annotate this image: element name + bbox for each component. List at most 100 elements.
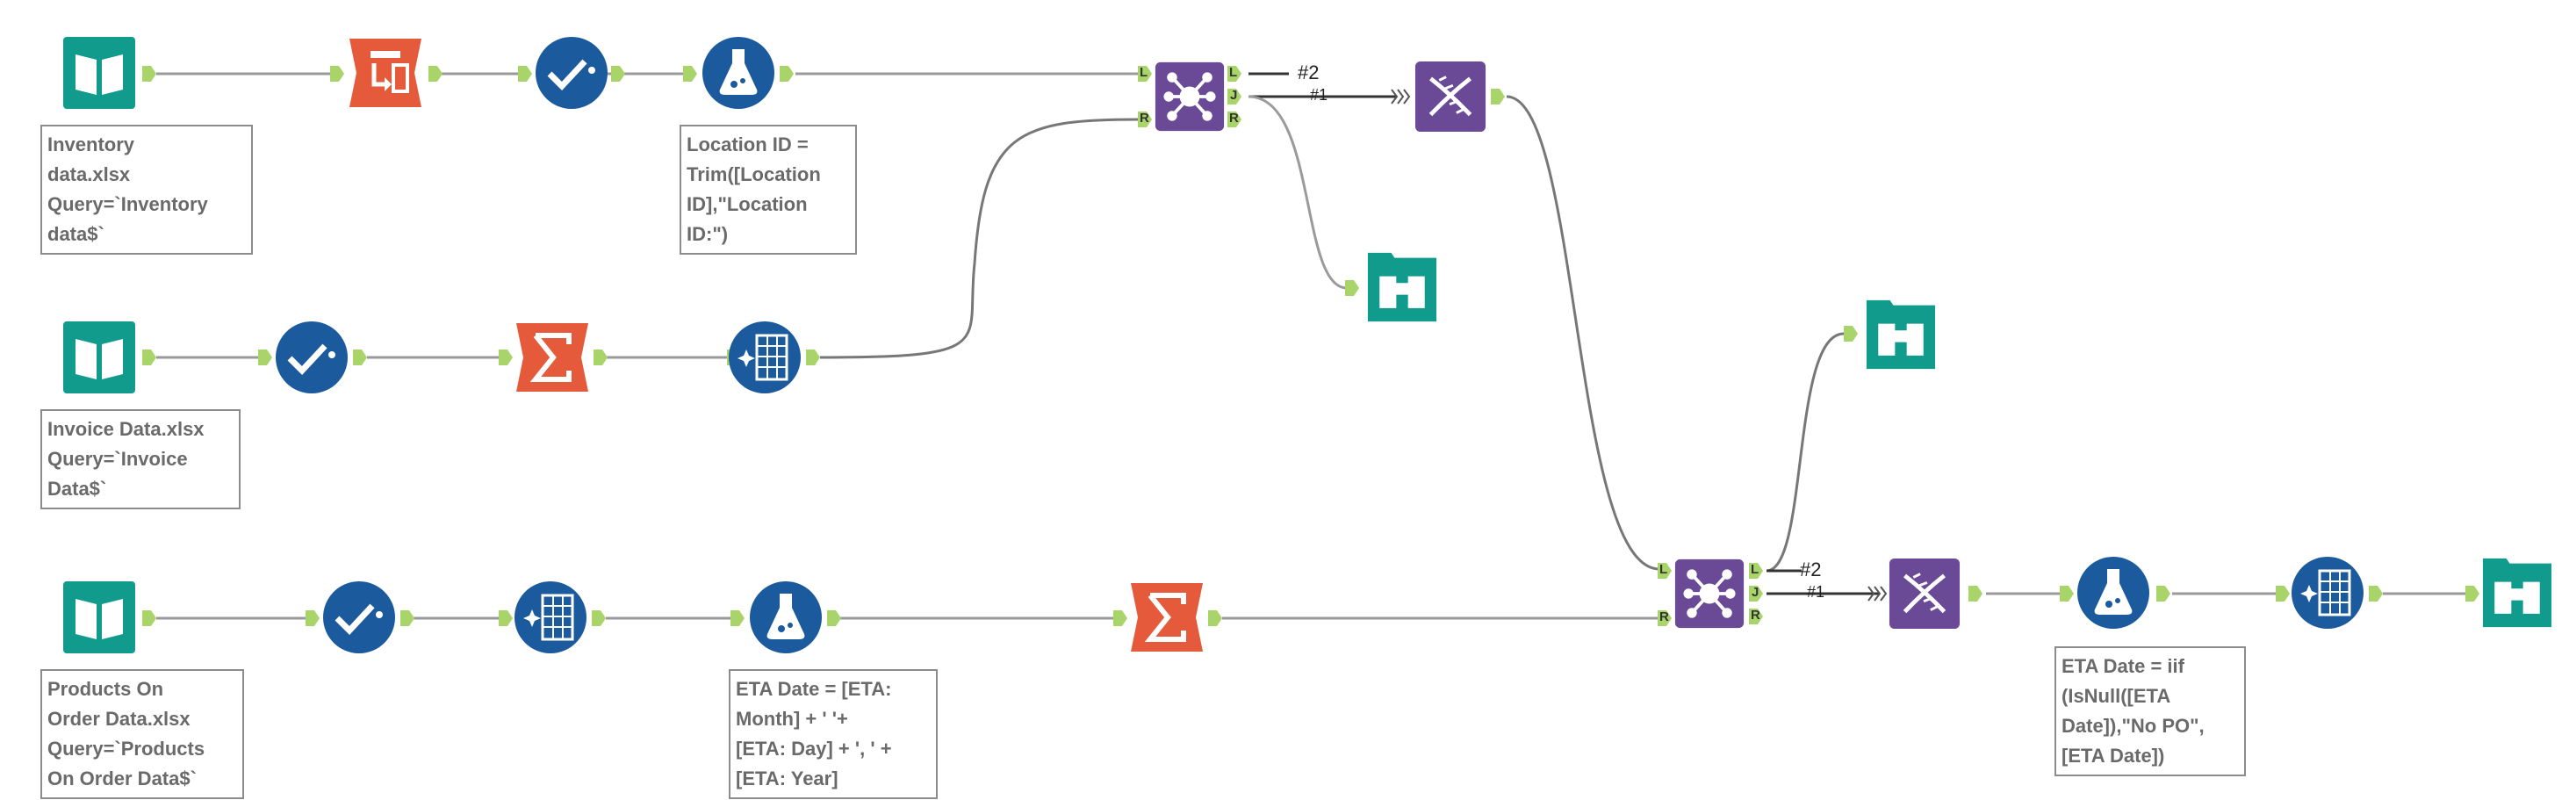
input-anchor[interactable] bbox=[2464, 584, 2481, 603]
output-anchor[interactable] bbox=[140, 609, 158, 628]
data-cleansing-tool[interactable] bbox=[513, 580, 588, 655]
data-cleansing-tool[interactable] bbox=[727, 320, 802, 395]
output-anchor[interactable] bbox=[1967, 584, 1984, 603]
anchor-label-r: R bbox=[1659, 609, 1669, 624]
join-right-output-anchor[interactable] bbox=[1226, 110, 1243, 129]
output-anchor[interactable] bbox=[778, 64, 795, 83]
browse-tool[interactable] bbox=[1366, 251, 1438, 323]
input-anchor[interactable] bbox=[2274, 584, 2292, 603]
browse-tool[interactable] bbox=[1865, 299, 1937, 371]
book-icon bbox=[63, 321, 135, 393]
input-anchor[interactable] bbox=[1842, 324, 1860, 343]
annotation-location-formula: Location ID = Trim([Location ID],"Locati… bbox=[680, 125, 857, 255]
input-anchor[interactable] bbox=[1112, 609, 1129, 628]
anchor-label-j: J bbox=[1230, 88, 1238, 103]
join-left-output-anchor[interactable] bbox=[1226, 64, 1243, 83]
binoculars-icon bbox=[1367, 252, 1437, 322]
union-tool[interactable] bbox=[1888, 557, 1961, 631]
input-anchor[interactable] bbox=[681, 64, 699, 83]
wire bbox=[1506, 95, 1660, 571]
dynamic-rename-tool[interactable] bbox=[348, 35, 423, 111]
flask-icon bbox=[702, 37, 774, 109]
output-anchor[interactable] bbox=[427, 64, 444, 83]
formula-tool[interactable] bbox=[748, 580, 824, 655]
input-data-tool[interactable] bbox=[61, 35, 137, 111]
anchor-label-r: R bbox=[1229, 111, 1239, 126]
checkmark-icon bbox=[536, 37, 608, 109]
annotation-inventory: Inventory data.xlsx Query=`Inventory dat… bbox=[40, 125, 253, 255]
annotation-eta-formula: ETA Date = [ETA: Month] + ' '+ [ETA: Day… bbox=[729, 669, 938, 799]
cleanse-icon bbox=[2292, 557, 2364, 629]
input-anchor[interactable] bbox=[497, 609, 514, 628]
join-right-input-anchor[interactable] bbox=[1656, 609, 1673, 628]
dna-icon bbox=[1889, 558, 1961, 630]
output-anchor[interactable] bbox=[140, 348, 158, 367]
anchor-label-l: L bbox=[1140, 65, 1148, 80]
input-data-tool[interactable] bbox=[61, 580, 137, 655]
connection-label: #1 bbox=[1807, 583, 1825, 601]
flask-icon bbox=[2077, 557, 2149, 629]
wire bbox=[1248, 95, 1348, 290]
select-tool[interactable] bbox=[534, 35, 609, 111]
join-tool[interactable] bbox=[1154, 60, 1226, 133]
summarize-tool[interactable] bbox=[1129, 580, 1205, 655]
output-anchor[interactable] bbox=[2367, 584, 2385, 603]
binoculars-icon bbox=[2482, 558, 2552, 628]
input-anchor[interactable] bbox=[256, 348, 274, 367]
join-right-output-anchor[interactable] bbox=[1747, 607, 1765, 626]
join-join-output-anchor[interactable] bbox=[1747, 584, 1765, 603]
join-join-output-anchor[interactable] bbox=[1226, 87, 1243, 106]
input-anchor[interactable] bbox=[2058, 584, 2076, 603]
sigma-icon bbox=[1131, 583, 1203, 652]
anchor-label-j: J bbox=[1752, 585, 1759, 600]
annotation-invoice: Invoice Data.xlsx Query=`Invoice Data$` bbox=[40, 409, 241, 509]
select-tool[interactable] bbox=[274, 320, 349, 395]
wire bbox=[819, 118, 1140, 359]
input-anchor[interactable] bbox=[1343, 278, 1361, 298]
flask-icon bbox=[750, 581, 822, 653]
output-anchor[interactable] bbox=[804, 348, 822, 367]
annotation-products: Products On Order Data.xlsx Query=`Produ… bbox=[40, 669, 244, 799]
table-arrow-icon bbox=[349, 39, 421, 107]
join-right-input-anchor[interactable] bbox=[1136, 110, 1154, 129]
input-anchor[interactable] bbox=[729, 609, 746, 628]
book-icon bbox=[63, 37, 135, 109]
book-icon bbox=[63, 581, 135, 653]
output-anchor[interactable] bbox=[140, 64, 158, 83]
binoculars-icon bbox=[1866, 299, 1936, 370]
connection-label: #1 bbox=[1310, 86, 1328, 104]
anchor-label-l: L bbox=[1751, 562, 1759, 577]
input-anchor[interactable] bbox=[497, 348, 514, 367]
input-anchor[interactable] bbox=[516, 64, 534, 83]
input-data-tool[interactable] bbox=[61, 320, 137, 395]
output-anchor[interactable] bbox=[399, 609, 416, 628]
join-tool[interactable] bbox=[1673, 557, 1745, 631]
anchor-label-l: L bbox=[1659, 562, 1668, 577]
output-anchor[interactable] bbox=[1489, 87, 1507, 106]
data-cleansing-tool[interactable] bbox=[2290, 555, 2365, 631]
summarize-tool[interactable] bbox=[514, 320, 590, 395]
anchor-label-r: R bbox=[1140, 111, 1149, 126]
output-anchor[interactable] bbox=[590, 609, 608, 628]
formula-tool[interactable] bbox=[2076, 555, 2151, 631]
input-anchor[interactable] bbox=[328, 64, 346, 83]
select-tool[interactable] bbox=[321, 580, 397, 655]
formula-tool[interactable] bbox=[701, 35, 776, 111]
input-anchor[interactable] bbox=[304, 609, 321, 628]
output-anchor[interactable] bbox=[351, 348, 369, 367]
sigma-icon bbox=[516, 323, 588, 392]
join-left-input-anchor[interactable] bbox=[1136, 64, 1154, 83]
output-anchor[interactable] bbox=[825, 609, 843, 628]
join-left-output-anchor[interactable] bbox=[1747, 561, 1765, 580]
output-anchor[interactable] bbox=[2155, 584, 2172, 603]
output-anchor[interactable] bbox=[1206, 609, 1224, 628]
output-anchor[interactable] bbox=[592, 348, 609, 367]
union-tool[interactable] bbox=[1414, 60, 1487, 133]
join-network-icon bbox=[1155, 61, 1225, 132]
output-anchor[interactable] bbox=[609, 64, 627, 83]
browse-tool[interactable] bbox=[2481, 557, 2553, 629]
checkmark-icon bbox=[323, 581, 395, 653]
join-left-input-anchor[interactable] bbox=[1656, 561, 1673, 580]
